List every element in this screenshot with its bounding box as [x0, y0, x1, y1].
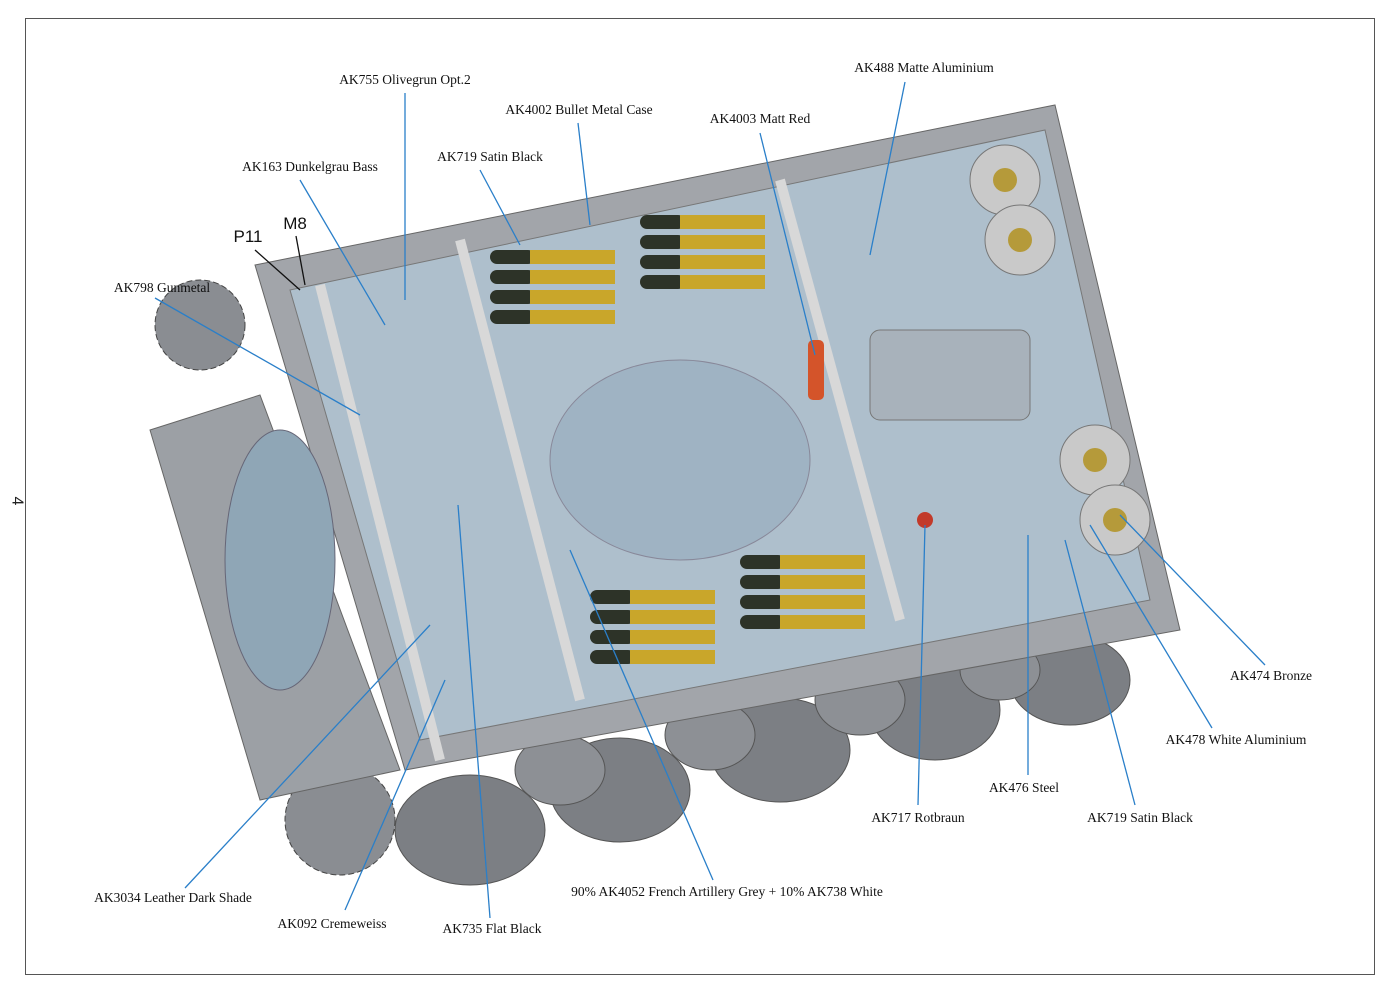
leader-lines — [154, 81, 1266, 919]
callout-ak478: AK478 White Aluminium — [1165, 732, 1307, 747]
leader-line-ak478 — [1089, 524, 1213, 729]
leader-line-ak092 — [344, 679, 446, 911]
shell — [590, 610, 715, 624]
shell — [590, 650, 715, 664]
leader-line-ak719-bottom — [1064, 539, 1136, 806]
callout-ak092: AK092 Cremeweiss — [277, 916, 387, 931]
fire-extinguisher — [808, 340, 824, 400]
callout-ak755: AK755 Olivegrun Opt.2 — [339, 72, 471, 87]
callout-ak719-top: AK719 Satin Black — [437, 149, 543, 164]
leader-line-ak4052-mix — [569, 549, 714, 881]
leader-line-ak474 — [1119, 514, 1266, 666]
shell — [740, 595, 865, 609]
shell — [640, 235, 765, 249]
callout-ak474: AK474 Bronze — [1229, 668, 1313, 683]
leader-line-ak735 — [457, 504, 491, 919]
shell — [490, 270, 615, 284]
callout-ak488: AK488 Matte Aluminium — [854, 60, 994, 75]
shell — [640, 255, 765, 269]
callout-ak4003: AK4003 Matt Red — [709, 111, 811, 126]
drive-sprocket — [284, 764, 396, 876]
leader-line-ak4003 — [759, 132, 816, 356]
turret-ring — [549, 359, 811, 561]
shell — [590, 630, 715, 644]
shell — [740, 615, 865, 629]
leader-line-ak488 — [869, 81, 906, 256]
callout-ak476: AK476 Steel — [988, 780, 1060, 795]
shell — [490, 290, 615, 304]
shell — [490, 250, 615, 264]
leader-line-ak719-top — [479, 169, 521, 246]
shell — [590, 590, 715, 604]
callout-ak735: AK735 Flat Black — [442, 921, 542, 936]
engine — [224, 429, 336, 691]
shell — [640, 215, 765, 229]
ammunition-racks — [490, 215, 865, 664]
page-border — [25, 18, 1375, 975]
fan-hubs — [993, 168, 1127, 532]
shell — [740, 575, 865, 589]
shell — [640, 275, 765, 289]
leader-line-ak717 — [917, 524, 926, 806]
shell — [740, 555, 865, 569]
leader-line-p11 — [254, 249, 301, 291]
shell — [490, 310, 615, 324]
callout-m8: M8 — [283, 214, 307, 233]
callout-ak163: AK163 Dunkelgrau Bass — [242, 159, 378, 174]
red-fitting — [917, 512, 933, 528]
callout-ak717: AK717 Rotbraun — [871, 810, 965, 825]
callout-ak4002: AK4002 Bullet Metal Case — [505, 102, 653, 117]
callout-ak4052-mix: 90% AK4052 French Artillery Grey + 10% A… — [571, 884, 883, 899]
callout-p11: P11 — [233, 227, 263, 246]
leader-line-ak4002 — [577, 122, 591, 226]
bulkheads — [315, 178, 905, 762]
callout-ak719-bottom: AK719 Satin Black — [1087, 810, 1193, 825]
engine-block — [869, 329, 1031, 421]
leader-line-ak3034 — [184, 624, 431, 889]
leader-line-ak798 — [154, 297, 361, 416]
leader-line-ak163 — [299, 179, 386, 326]
callout-ak3034: AK3034 Leather Dark Shade — [94, 890, 252, 905]
drive-sprocket — [154, 279, 246, 371]
leader-line-m8 — [295, 235, 306, 286]
callout-ak798: AK798 Gunmetal — [113, 280, 211, 295]
